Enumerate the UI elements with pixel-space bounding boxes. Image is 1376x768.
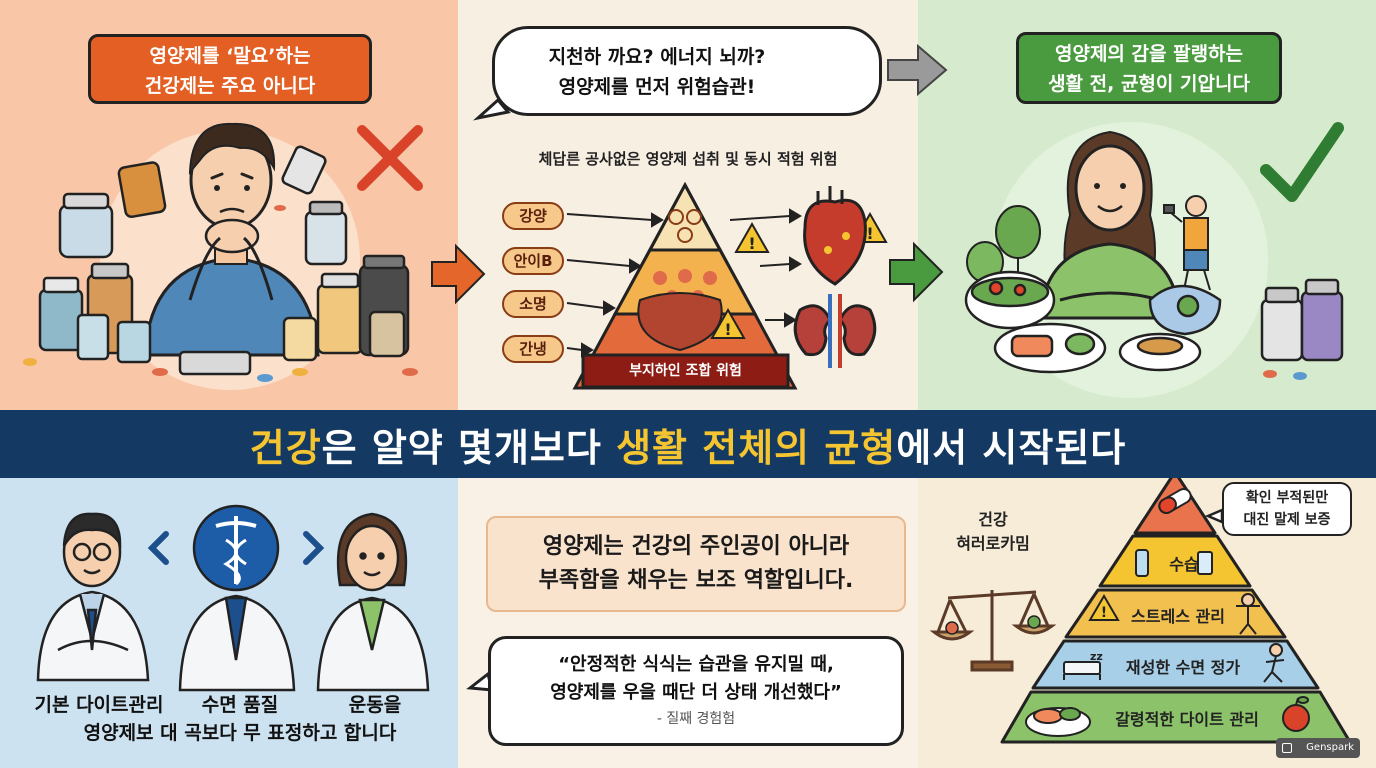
bed-sleep-icon: zz [1063, 650, 1103, 680]
kidneys-organ-icon [793, 294, 877, 368]
tier-diet: 갈령적한 다이트 관리 [1115, 710, 1259, 729]
supplement-note-bubble: 확인 부적된만 대진 말제 보증 [1222, 482, 1352, 536]
chevron-right-icon [303, 531, 325, 565]
warning-icon: ! [1088, 594, 1120, 621]
tier-hydration: 수습 [1169, 555, 1199, 574]
headline-callout: 영양제의 감을 팔랭하는 생활 전, 균형이 기압니다 [1016, 32, 1282, 104]
caption-summary: 영양제보 대 곡보다 무 표정하고 합니다 [83, 722, 397, 744]
banner-highlight: 생활 전체의 균형 [616, 425, 897, 470]
quote-line: 영양제를 우을 때단 더 상태 개선했다” [550, 682, 842, 703]
callout-line: 건강제는 주요 아니다 [144, 75, 316, 97]
exercising-person-icon [1236, 593, 1260, 635]
smiling-woman-illustration [1038, 130, 1182, 320]
healthy-food-plates [964, 270, 1222, 374]
watermark-badge: Genspark [1276, 738, 1360, 758]
arrow-right-icon [887, 43, 948, 97]
svg-text:!: ! [724, 320, 731, 339]
risk-heading: 체답른 공사없은 영양제 섭취 및 동시 적험 위험 [538, 150, 838, 168]
arrow-right-icon [431, 243, 486, 305]
banner-text: 은 알약 몇개보다 [321, 425, 617, 470]
pill-capsule-icon [1158, 487, 1192, 514]
chevron-left-icon [147, 531, 169, 565]
quote-source: - 질째 경험험 [656, 711, 736, 727]
doctor-with-glasses-illustration [36, 512, 150, 682]
banner-text: 에서 시작된다 [896, 425, 1127, 470]
risk-pyramid [572, 181, 798, 390]
water-bottle-icon [1135, 549, 1213, 577]
nutrient-label: 소명 [502, 290, 564, 318]
svg-text:!: ! [866, 224, 873, 243]
callout-line: 생활 전, 균형이 기압니다 [1048, 73, 1250, 95]
supplement-bottles [1260, 278, 1344, 362]
check-icon [1260, 122, 1344, 202]
svg-text:!: ! [748, 234, 755, 253]
apple-icon [1282, 696, 1310, 732]
supplement-bottles [38, 145, 410, 376]
bubble-line: 대진 말제 보증 [1243, 512, 1331, 528]
label-arrows [566, 208, 802, 358]
message-line: 영양제는 건강의 주인공이 아니라 [542, 534, 850, 559]
speech-line: 영양제를 먼저 위험습관! [558, 76, 756, 98]
message-line: 부족함을 채우는 보조 역할입니다. [538, 568, 854, 593]
food-plate-icon [1025, 707, 1091, 737]
arrow-right-icon [889, 241, 944, 303]
quote-line: “안정적한 식식는 습관을 유지밀 때, [558, 654, 834, 675]
cross-icon [357, 125, 423, 191]
svg-text:!: ! [1101, 605, 1107, 621]
nutrient-label: 간냉 [502, 335, 564, 363]
pyramid-title-line: 혀러로카밈 [956, 534, 1030, 553]
watermark-text: Genspark [1306, 742, 1354, 753]
speech-line: 지천하 까요? 에너지 뇌까? [548, 46, 766, 68]
key-message-box: 영양제는 건강의 주인공이 아니라 부족함을 채우는 보조 역할입니다. [486, 516, 906, 612]
pills-scattered [1263, 370, 1307, 380]
nutrient-label: 강양 [502, 202, 564, 230]
pills-scattered [23, 205, 418, 382]
tier-sleep: 재성한 수면 정가 [1125, 658, 1241, 677]
main-banner: 건강 은 알약 몇개보다 생활 전체의 균형 에서 시작된다 [0, 410, 1376, 478]
heart-organ-icon [803, 186, 867, 286]
worried-man-illustration [143, 122, 320, 357]
running-person-icon [1263, 643, 1285, 683]
female-doctor-illustration [316, 512, 430, 692]
pyramid-title: 건강 혀러로카밈 [938, 508, 1048, 556]
bubble-tail [1204, 508, 1224, 524]
question-speech-bubble: 지천하 까요? 에너지 뇌까? 영양제를 먼저 위험습관! [492, 26, 882, 116]
pyramid-base-label: 부지하인 조합 위험 [629, 363, 742, 379]
banner-highlight: 건강 [249, 425, 322, 470]
caption-sleep: 수면 품질 [201, 694, 279, 716]
tier-stress: 스트레스 관리 [1131, 607, 1225, 626]
svg-text:zz: zz [1090, 650, 1103, 663]
pyramid-title-line: 건강 [978, 510, 1008, 529]
nutrient-label: 안이B [502, 247, 564, 275]
caption-exercise: 운동을 [348, 694, 402, 716]
callout-line: 영양제를 ‘말요’하는 [149, 45, 311, 67]
bubble-line: 확인 부적된만 [1245, 490, 1329, 506]
balance-scale-icon [929, 590, 1057, 672]
headline-callout: 영양제를 ‘말요’하는 건강제는 주요 아니다 [88, 34, 372, 104]
doctor-caduceus-illustration [178, 504, 296, 692]
pyramid-dots [637, 209, 723, 352]
exercising-person-icon [1163, 195, 1211, 291]
testimonial-quote-bubble: “안정적한 식식는 습관을 유지밀 때, 영양제를 우을 때단 더 상태 개선했… [488, 636, 904, 746]
callout-line: 영양제의 감을 팔랭하는 [1054, 43, 1244, 65]
sparkle-logo-icon [1282, 743, 1292, 753]
caption-diet: 기본 다이트관리 [34, 694, 164, 716]
health-pyramid [1000, 470, 1352, 744]
